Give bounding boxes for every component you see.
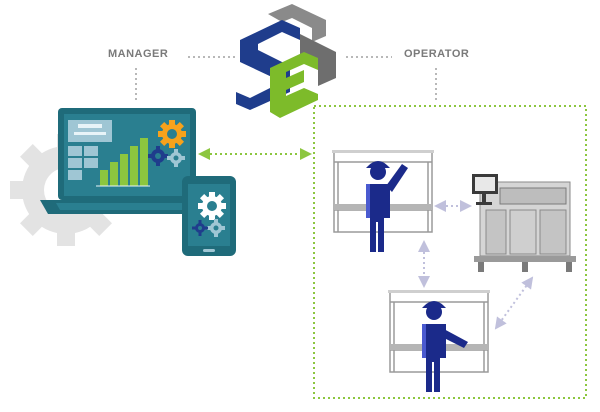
laptop-dashboard-icon xyxy=(40,108,214,214)
tablet-gears-icon xyxy=(182,176,236,256)
laptop-gear-blue-icon xyxy=(148,146,168,166)
manager-label: MANAGER xyxy=(108,48,169,60)
station-machine-diagonal-arrow xyxy=(494,276,534,330)
se-logo xyxy=(236,4,336,118)
laptop-gear-light-icon xyxy=(167,149,185,167)
operator-area xyxy=(313,105,587,399)
operator-label: OPERATOR xyxy=(404,48,470,60)
laptop-gear-orange-icon xyxy=(158,120,186,148)
printing-machine-icon xyxy=(472,174,576,272)
worker-at-station-icon xyxy=(388,290,490,392)
worker-at-station-icon xyxy=(332,150,434,252)
